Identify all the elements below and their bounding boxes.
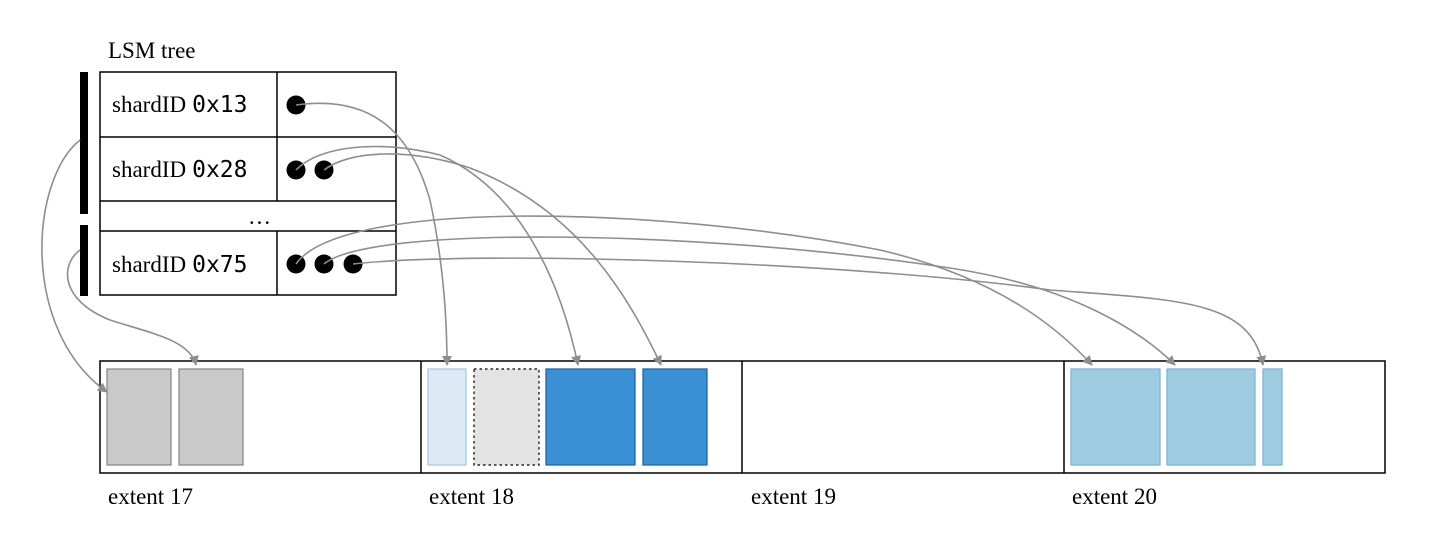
shard-block-gray bbox=[178, 368, 244, 466]
shard-block-blue bbox=[545, 368, 636, 466]
extent-row bbox=[99, 360, 1386, 474]
extent-20-label: extent 20 bbox=[1072, 484, 1157, 509]
lsm-table-border bbox=[99, 71, 397, 296]
shard-block-light-blue bbox=[1070, 368, 1161, 466]
shard-block-faded bbox=[427, 368, 467, 466]
shard-block-light-blue bbox=[1166, 368, 1256, 466]
shard-block-deleted bbox=[473, 368, 540, 466]
pointer-arrow bbox=[66, 249, 199, 366]
shard-block-blue bbox=[642, 368, 708, 466]
shard-block-light-blue bbox=[1262, 368, 1283, 466]
pointer-arrow bbox=[295, 215, 1093, 366]
pointer-arrow bbox=[323, 236, 1176, 366]
lsm-tree-title: LSM tree bbox=[108, 38, 196, 63]
pointer-arrows bbox=[41, 102, 1267, 393]
pointer-arrow bbox=[352, 257, 1267, 366]
pointer-arrow bbox=[41, 139, 108, 393]
pointer-arrow bbox=[295, 102, 452, 366]
pointer-arrow bbox=[295, 145, 582, 366]
extent-19-label: extent 19 bbox=[751, 484, 836, 509]
lsm-ellipsis: … bbox=[248, 204, 271, 229]
pointer-arrow bbox=[323, 153, 662, 366]
lsm-level-bar-1 bbox=[80, 72, 88, 214]
shard-block-gray bbox=[106, 368, 172, 466]
extent-17-label: extent 17 bbox=[108, 484, 193, 509]
lsm-level-bar-2 bbox=[80, 225, 88, 296]
extent-18-label: extent 18 bbox=[429, 484, 514, 509]
